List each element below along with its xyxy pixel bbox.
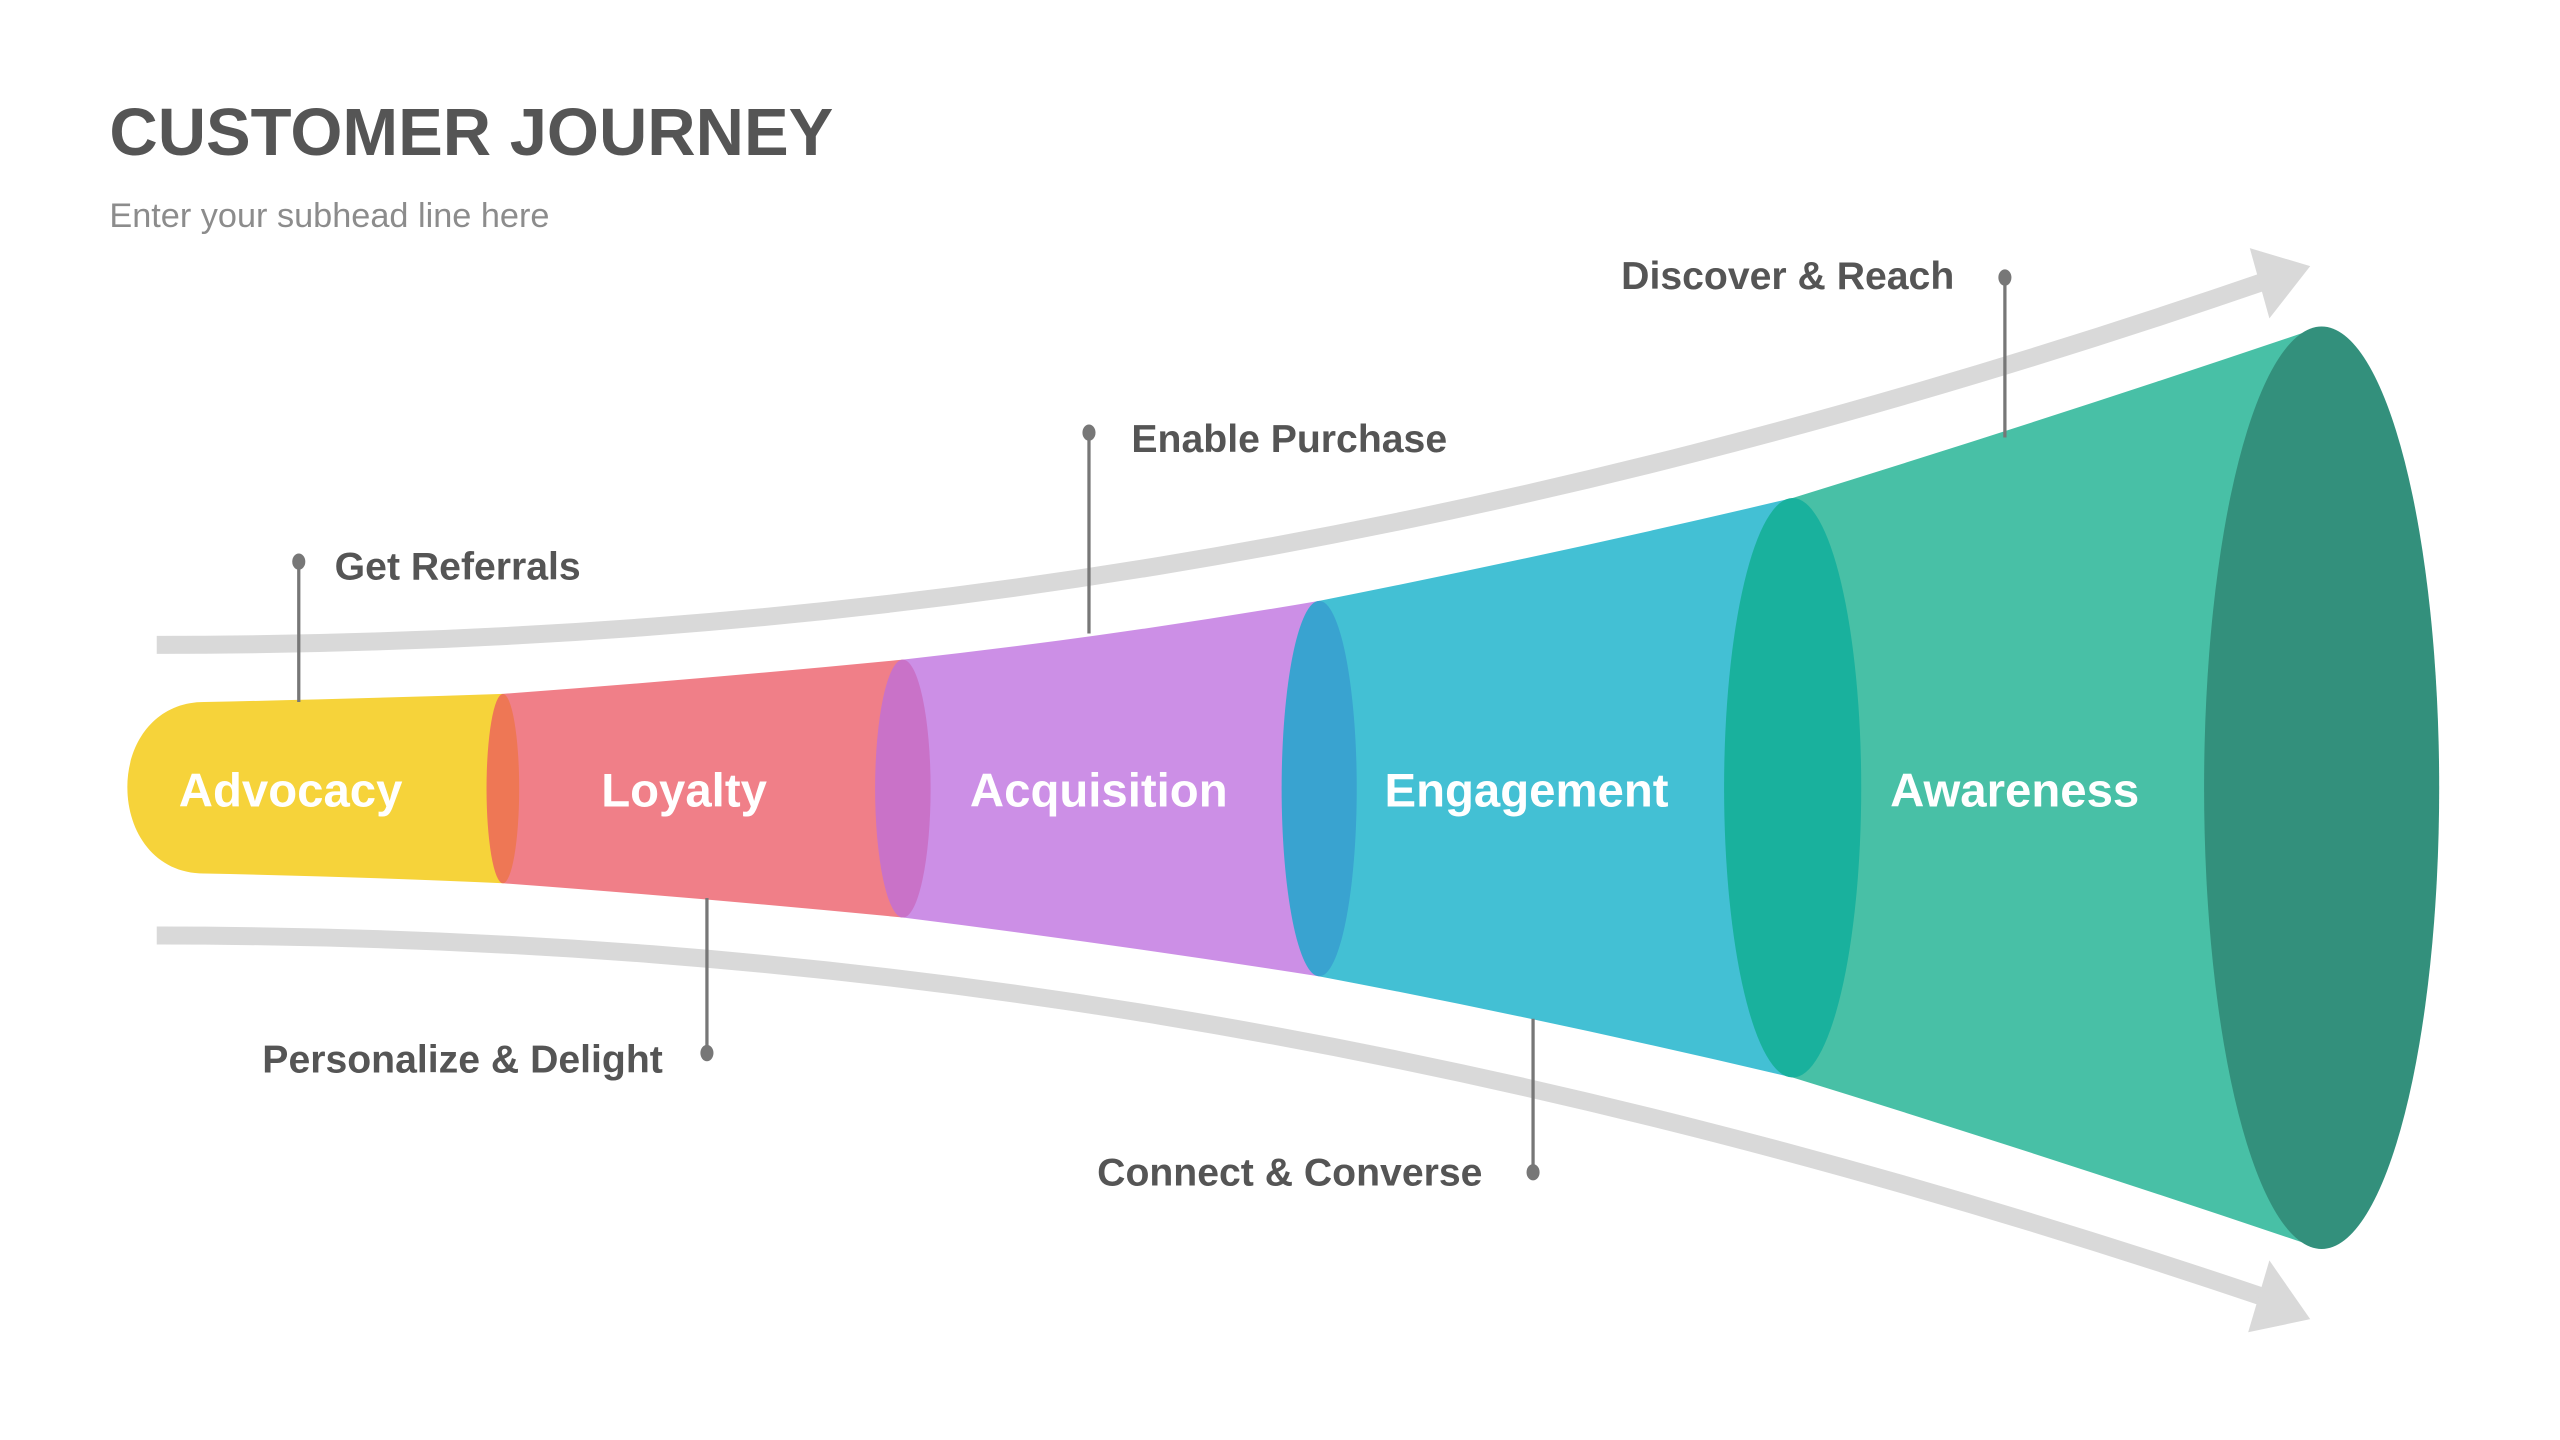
stage-loyalty	[502, 659, 931, 918]
stage-acquisition	[902, 600, 1357, 977]
callout-get-referrals: Get Referrals	[292, 546, 581, 703]
stage-label-acquisition: Acquisition	[970, 765, 1228, 818]
leader-dot-icon	[700, 1044, 714, 1062]
top-arrow-head-icon	[2249, 248, 2311, 319]
callout-text: Get Referrals	[335, 546, 581, 589]
stage-label-awareness: Awareness	[1890, 765, 2139, 818]
advocacy-body	[127, 693, 503, 884]
awareness-end-ellipse	[2204, 326, 2440, 1249]
leader-dot-icon	[1082, 424, 1096, 441]
callout-text: Connect & Converse	[1097, 1151, 1482, 1194]
top-arrow-shaft	[156, 272, 2270, 654]
page-title: CUSTOMER JOURNEY	[109, 95, 833, 170]
bottom-arrow-head-icon	[2248, 1260, 2311, 1333]
stage-advocacy	[127, 693, 520, 884]
top-flow-arrow	[156, 248, 2311, 654]
engagement-body	[1319, 497, 1793, 1078]
stage-label-engagement: Engagement	[1385, 765, 1669, 818]
stage-awareness	[1792, 326, 2440, 1249]
leader-dot-icon	[1526, 1164, 1540, 1181]
awareness-body	[1792, 326, 2322, 1249]
callout-personalize-delight: Personalize & Delight	[262, 897, 714, 1082]
callout-text: Personalize & Delight	[262, 1039, 663, 1082]
leader-dot-icon	[292, 553, 306, 570]
page-subtitle: Enter your subhead line here	[109, 197, 549, 235]
loyalty-rim-ellipse	[875, 659, 931, 918]
bottom-flow-arrow	[156, 926, 2311, 1333]
stage-label-loyalty: Loyalty	[601, 765, 767, 818]
callout-discover-reach: Discover & Reach	[1621, 255, 2012, 438]
stage-label-advocacy: Advocacy	[179, 765, 403, 818]
callout-enable-purchase: Enable Purchase	[1082, 418, 1447, 634]
advocacy-rim-ellipse	[486, 693, 520, 884]
stage-engagement	[1319, 497, 1862, 1078]
acquisition-rim-ellipse	[1281, 600, 1357, 977]
loyalty-body	[502, 659, 903, 918]
acquisition-body	[902, 600, 1320, 977]
leader-dot-icon	[1998, 269, 2012, 286]
engagement-rim-ellipse	[1724, 497, 1862, 1078]
callout-text: Discover & Reach	[1621, 255, 1954, 298]
bottom-arrow-shaft	[156, 926, 2269, 1307]
callout-connect-converse: Connect & Converse	[1097, 1018, 1540, 1194]
callout-text: Enable Purchase	[1131, 418, 1447, 461]
